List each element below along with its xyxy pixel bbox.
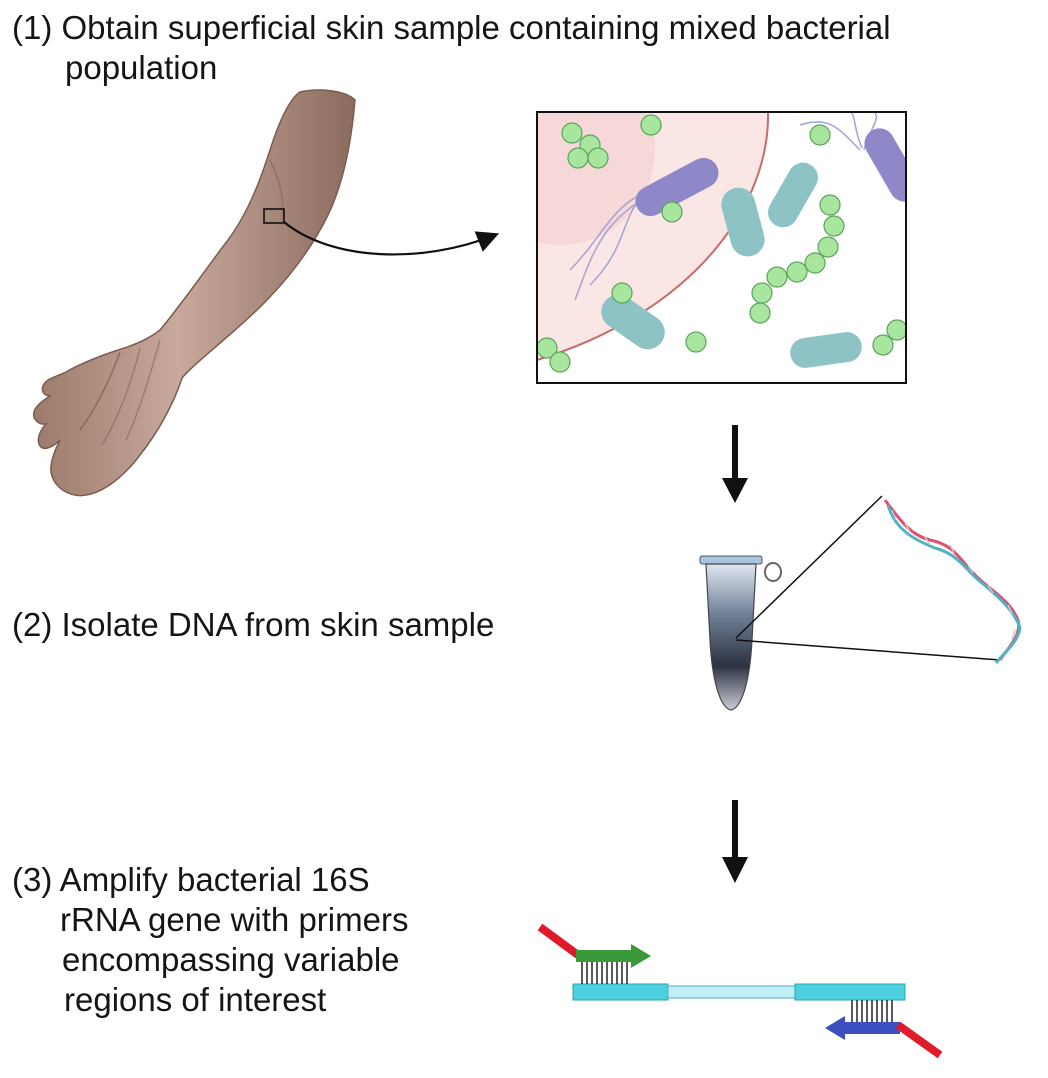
down-arrow-2 — [722, 800, 748, 883]
dna-zoom-lines — [735, 495, 1001, 661]
reverse-primer — [825, 1000, 943, 1059]
rod-bacterium-teal — [768, 162, 818, 228]
step-3-line-1: (3) Amplify bacterial 16S — [12, 861, 370, 898]
conserved-region-left — [572, 983, 669, 1001]
bacteria-panel — [536, 111, 907, 384]
down-arrow-1 — [722, 425, 748, 503]
zoom-arrow — [283, 221, 500, 256]
step-1-line-1: (1) Obtain superficial skin sample conta… — [12, 9, 891, 46]
variable-region — [667, 985, 796, 999]
arm-illustration — [32, 89, 356, 497]
cocci-group — [537, 114, 906, 373]
step-2-line-1: (2) Isolate DNA from skin sample — [12, 606, 495, 643]
rod-bacterium-teal — [601, 294, 665, 350]
panel-frame — [536, 111, 907, 384]
rod-bacterium-teal — [721, 187, 765, 257]
rod-bacterium-teal — [790, 332, 862, 368]
step-3-label: (3) Amplify bacterial 16S rRNA gene with… — [12, 860, 408, 1020]
step-1-label: (1) Obtain superficial skin sample conta… — [12, 8, 891, 88]
pcr-gene-diagram — [537, 923, 943, 1059]
dna-helix — [883, 499, 1022, 664]
step-2-label: (2) Isolate DNA from skin sample — [12, 605, 494, 645]
sample-site-marker — [263, 208, 285, 224]
conserved-region-right — [794, 983, 906, 1001]
nucleus-shadow — [537, 112, 655, 245]
microcentrifuge-tube — [699, 555, 782, 711]
step-3-line-3: encompassing variable — [62, 941, 400, 978]
step-1-line-2: population — [65, 49, 218, 86]
step-3-line-4: regions of interest — [64, 981, 327, 1018]
step-3-line-2: rRNA gene with primers — [60, 901, 409, 938]
rod-bacterium-purple — [635, 157, 719, 217]
forward-primer — [537, 923, 651, 984]
